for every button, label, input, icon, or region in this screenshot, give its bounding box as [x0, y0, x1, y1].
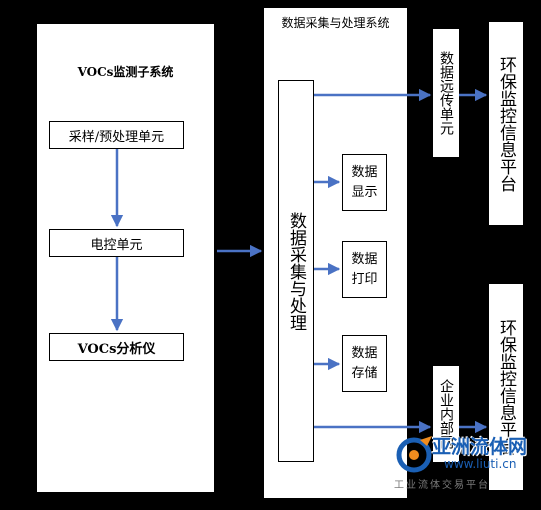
vocs-subsystem-title: VOCs监测子系统	[77, 65, 174, 79]
control-unit-box: 电控单元	[49, 229, 184, 257]
sampling-unit-label: 采样/预处理单元	[68, 129, 165, 145]
watermark: 亚洲流体网 www.liuti.cn 工业流体交易平台	[392, 432, 540, 502]
enterprise-intranet-label: 企业内部网	[438, 379, 454, 449]
control-unit-label: 电控单元	[90, 237, 143, 253]
remote-transmission-label: 数据远传单元	[438, 51, 454, 135]
data-display-box: 数据显示	[342, 154, 387, 211]
vocs-subsystem-panel: VOCs监测子系统	[37, 24, 214, 492]
watermark-slogan: 工业流体交易平台	[394, 480, 490, 491]
platform-label-top: 环保监控信息平台	[496, 55, 516, 192]
data-display-label: 数据显示	[351, 164, 378, 200]
data-print-box: 数据打印	[342, 241, 387, 298]
watermark-logo	[396, 436, 432, 473]
remote-transmission-unit: 数据远传单元	[433, 29, 459, 157]
vocs-analyzer-label: VOCs分析仪	[77, 341, 156, 357]
vocs-analyzer-box: VOCs分析仪	[49, 333, 184, 361]
watermark-url: www.liuti.cn	[444, 457, 517, 471]
enterprise-intranet-unit: 企业内部网	[433, 366, 459, 462]
platform-box-top: 环保监控信息平台	[489, 22, 523, 225]
platform-box-bottom: 环保监控信息平台	[489, 284, 523, 490]
data-processing-box: 数据采集与处理	[278, 80, 314, 462]
data-storage-box: 数据存储	[342, 335, 387, 392]
data-acquisition-title: 数据采集与处理系统	[281, 16, 390, 30]
sampling-unit-box: 采样/预处理单元	[49, 121, 184, 149]
data-print-label: 数据打印	[351, 251, 378, 287]
data-processing-label: 数据采集与处理	[286, 211, 306, 331]
data-storage-label: 数据存储	[351, 345, 378, 381]
platform-label-bottom: 环保监控信息平台	[496, 319, 516, 455]
watermark-name: 亚洲流体网	[432, 436, 528, 458]
